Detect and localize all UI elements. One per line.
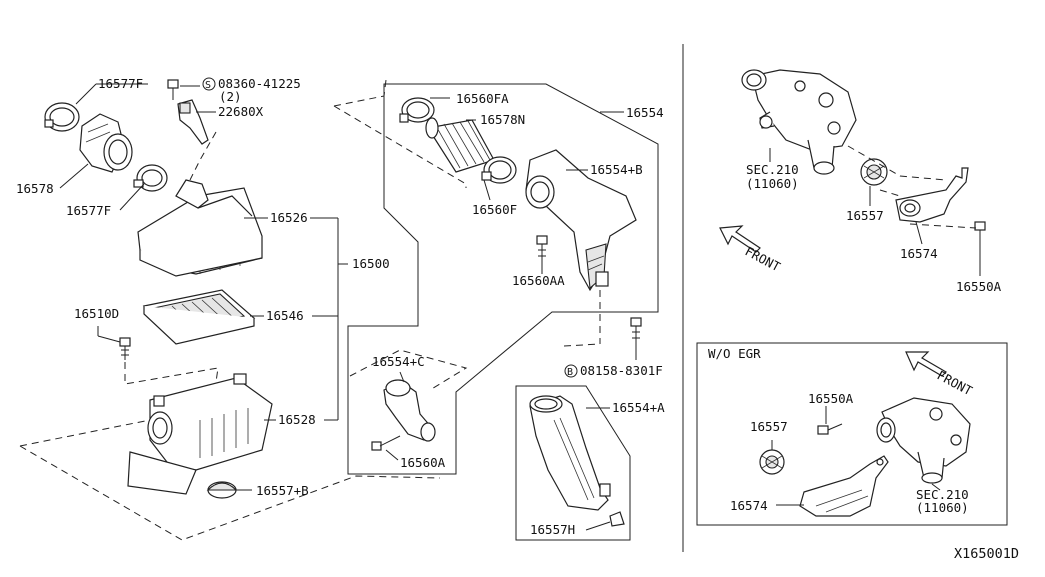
label-16560aa: 16560AA: [512, 273, 565, 288]
label-16557-top: 16557: [846, 208, 884, 223]
label-16560a: 16560A: [400, 455, 446, 470]
bolt-16560a: [371, 435, 401, 451]
bolt-16560aa: [536, 235, 548, 266]
bolt-08360: [167, 79, 179, 100]
bracket-16574-box: [799, 455, 889, 517]
bracket-16574-top: [895, 167, 969, 223]
wo-egr-box: [696, 342, 1008, 526]
grommet-16557-top: [860, 158, 888, 186]
label-16577f-bottom: 16577F: [66, 203, 111, 218]
clamp-16560fa: [399, 97, 435, 123]
label-16550a-box: 16550A: [808, 391, 854, 406]
label-16554a: 16554+A: [612, 400, 665, 415]
label-08158-8301f: 08158-8301F: [580, 363, 663, 378]
label-16557h: 16557H: [530, 522, 575, 537]
label-08360-qty: (2): [219, 89, 242, 104]
label-16550a-top: 16550A: [956, 279, 1002, 294]
clamp-16560f: [481, 156, 517, 184]
label-16554c: 16554+C: [372, 354, 425, 369]
label-16526: 16526: [270, 210, 308, 225]
label-front-box: FRONT: [935, 367, 976, 398]
label-16574-top: 16574: [900, 246, 938, 261]
label-08360-41225: 08360-41225: [218, 76, 301, 91]
airflow-meter-16578: [79, 113, 133, 173]
bolt-08158: [630, 317, 642, 346]
air-filter-16546: [142, 289, 256, 345]
grommet-16557-box: [759, 449, 785, 475]
label-16560f: 16560F: [472, 202, 517, 217]
label-16578n: 16578N: [480, 112, 525, 127]
grommet-16557h: [609, 511, 625, 527]
label-wo-egr: W/O EGR: [708, 346, 761, 361]
label-16574-box: 16574: [730, 498, 768, 513]
clamp-16577f-bottom: [133, 164, 168, 192]
duct-16554a: [529, 395, 611, 511]
label-16560fa: 16560FA: [456, 91, 509, 106]
symbol-s: S: [205, 80, 211, 91]
front-arrow-top: [719, 225, 761, 253]
label-22680x: 22680X: [218, 104, 264, 119]
duct-16554b: [525, 149, 637, 292]
label-16578: 16578: [16, 181, 54, 196]
sensor-22680x: [177, 99, 209, 145]
bolt-16510d: [119, 337, 131, 360]
thermostat-housing-top: [741, 69, 857, 175]
label-sec210-top: SEC.210: [746, 162, 799, 177]
bolt-16550a-box: [817, 423, 843, 435]
label-sec210-box: SEC.210: [916, 487, 969, 502]
label-16554b: 16554+B: [590, 162, 643, 177]
label-front-top: FRONT: [743, 243, 784, 274]
grommet-16557b: [206, 481, 238, 499]
label-16510d: 16510D: [74, 306, 119, 321]
thermostat-housing-box: [876, 397, 971, 484]
label-16557b: 16557+B: [256, 483, 309, 498]
label-16554: 16554: [626, 105, 664, 120]
label-16546: 16546: [266, 308, 304, 323]
symbol-b: B: [567, 367, 573, 378]
label-16577f-top: 16577F: [98, 76, 143, 91]
duct-16554c: [383, 379, 436, 442]
label-16557-box: 16557: [750, 419, 788, 434]
air-cleaner-lower-16528: [127, 373, 273, 495]
symbol-b-circle: [564, 364, 578, 378]
air-cleaner-upper-16526: [137, 179, 263, 277]
bolt-16550a-top: [974, 221, 986, 250]
front-arrow-box: [905, 351, 947, 377]
clamp-16577f-top: [44, 102, 80, 132]
diagram-id: X165001D: [954, 546, 1019, 562]
label-sec210-top-sub: (11060): [746, 176, 799, 191]
label-sec210-box-sub: (11060): [916, 500, 969, 515]
symbol-s-circle: [202, 77, 216, 91]
label-16528: 16528: [278, 412, 316, 427]
label-16500: 16500: [352, 256, 390, 271]
